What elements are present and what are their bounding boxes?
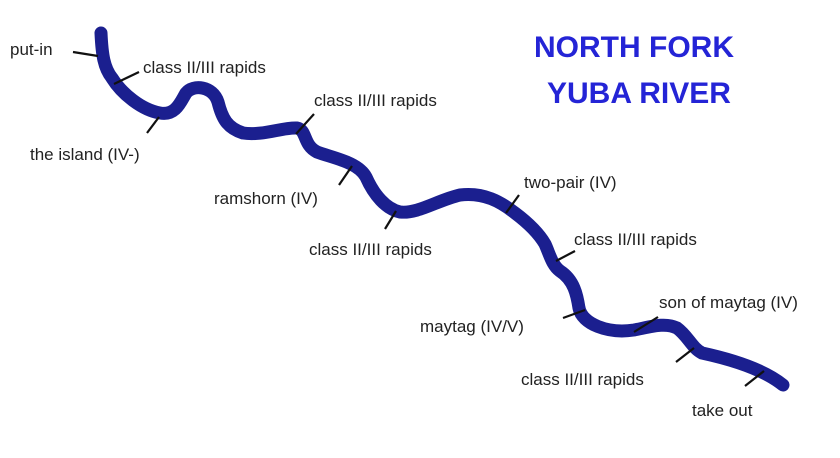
label-ramshorn: ramshorn (IV) <box>214 189 318 208</box>
label-put-in: put-in <box>10 40 53 59</box>
label-rapids-1: class II/III rapids <box>143 58 266 77</box>
leader-son-of-maytag <box>633 316 659 333</box>
label-rapids-4: class II/III rapids <box>574 230 697 249</box>
label-the-island: the island (IV-) <box>30 145 140 164</box>
leader-two-pair <box>505 194 520 214</box>
leader-the-island <box>146 116 160 134</box>
leader-take-out <box>744 370 765 387</box>
map-title-line-1: NORTH FORK <box>534 31 734 64</box>
label-rapids-5: class II/III rapids <box>521 370 644 389</box>
leader-rapids-4 <box>555 250 576 262</box>
label-rapids-3: class II/III rapids <box>309 240 432 259</box>
label-two-pair: two-pair (IV) <box>524 173 617 192</box>
label-take-out: take out <box>692 401 753 420</box>
label-maytag: maytag (IV/V) <box>420 317 524 336</box>
map-title-line-2: YUBA RIVER <box>547 77 731 110</box>
leader-put-in <box>72 50 99 58</box>
leader-rapids-5 <box>675 347 695 363</box>
leader-rapids-2 <box>295 113 315 135</box>
leader-ramshorn <box>338 165 353 186</box>
label-rapids-2: class II/III rapids <box>314 91 437 110</box>
leader-maytag <box>562 308 586 320</box>
leader-rapids-1 <box>113 71 140 85</box>
leader-rapids-3 <box>384 210 397 230</box>
label-son-of-maytag: son of maytag (IV) <box>659 293 798 312</box>
